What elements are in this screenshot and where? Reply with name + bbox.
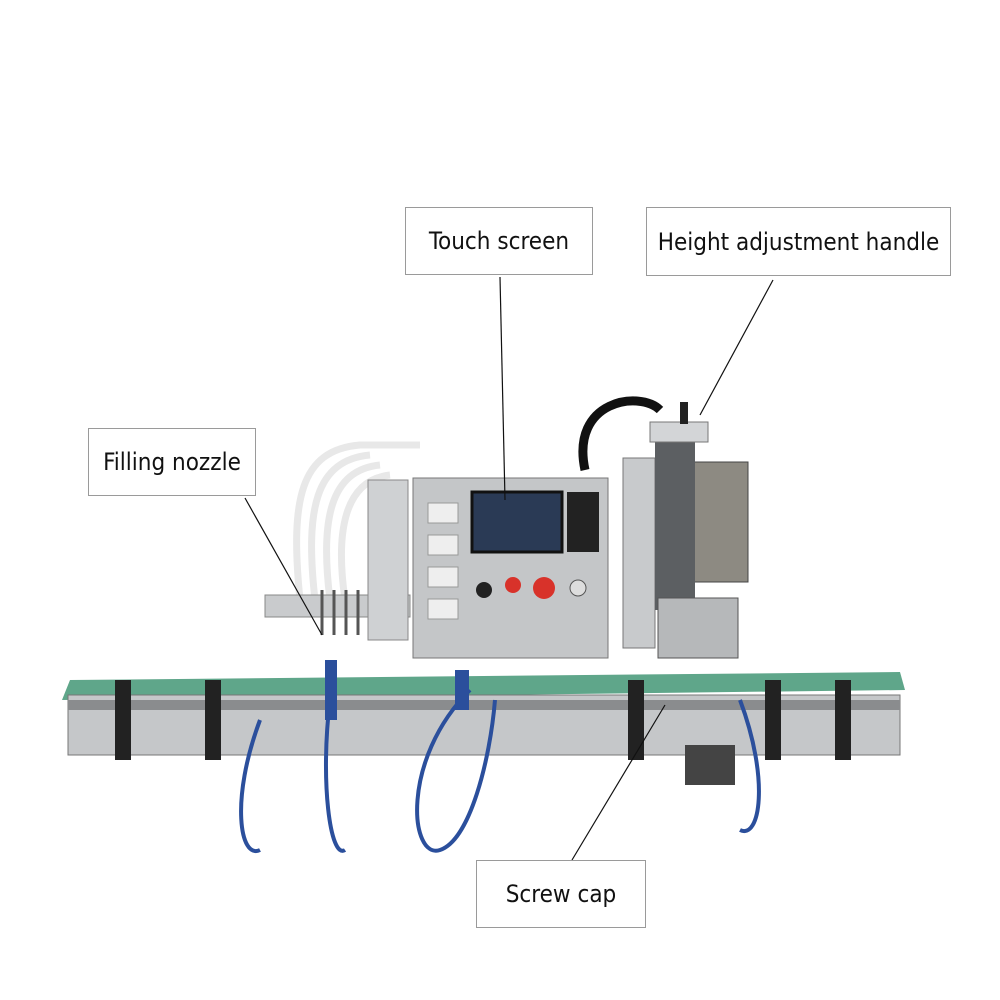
leader-lines <box>244 276 774 861</box>
touch-screen-panel <box>470 490 564 554</box>
coolant-nozzle <box>455 670 469 710</box>
filler-hoses <box>293 441 420 601</box>
pneumatic-hoses <box>239 688 761 854</box>
height-handle <box>680 402 688 424</box>
capper-base <box>685 745 735 785</box>
label-touch-screen: Touch screen <box>405 207 593 275</box>
capper-head <box>655 440 695 610</box>
button-black <box>476 582 492 598</box>
controller-display <box>567 492 599 552</box>
capper-gripper <box>657 597 739 659</box>
filling-nozzles <box>320 590 360 635</box>
label-screw-cap: Screw cap <box>476 860 646 928</box>
coolant-nozzle <box>325 660 337 720</box>
conveyor-belt <box>62 672 905 700</box>
guide-clamps <box>115 680 851 760</box>
indicator-panels <box>427 502 459 620</box>
button-red <box>505 577 521 593</box>
filler-column <box>367 479 409 641</box>
label-filling-nozzle: Filling nozzle <box>88 428 256 496</box>
conveyor-slats <box>68 700 900 710</box>
cable-hose <box>578 396 664 471</box>
label-height-adjustment-handle: Height adjustment handle <box>646 207 951 276</box>
capper-motor <box>689 461 749 583</box>
speed-knob <box>569 579 587 597</box>
emergency-stop <box>533 577 555 599</box>
handle-bracket <box>649 421 709 443</box>
capper-column <box>622 457 656 649</box>
